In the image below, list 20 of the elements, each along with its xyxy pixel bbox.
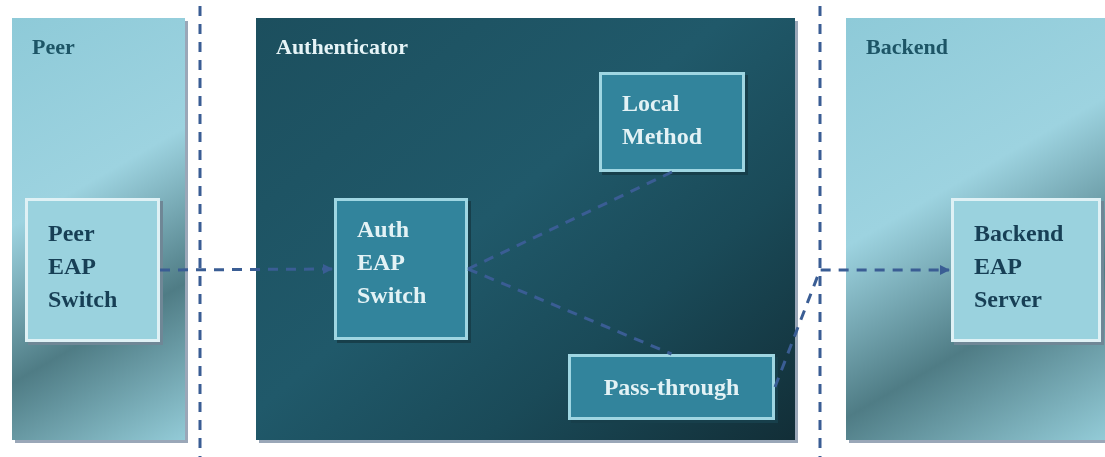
component-box [25,198,160,342]
box-label: Pass-through [603,373,740,402]
zone-panel [256,18,795,440]
zone-heading: Peer [32,33,76,61]
box-label: Local Method [622,89,703,151]
zone-heading: Authenticator [276,33,409,61]
zone-panel [12,18,185,440]
connector-line [467,170,673,271]
component-box [568,354,775,420]
zone-panel [846,18,1105,440]
arrow [773,265,950,388]
component-box [334,198,468,340]
box-label: Peer EAP Switch [48,219,119,314]
component-box [599,72,745,172]
box-label: Backend EAP Server [974,219,1065,314]
connector-line [467,267,673,356]
arrow [160,264,333,275]
box-label: Auth EAP Switch [357,215,428,310]
zone-heading: Backend [866,33,949,61]
component-box [951,198,1101,342]
